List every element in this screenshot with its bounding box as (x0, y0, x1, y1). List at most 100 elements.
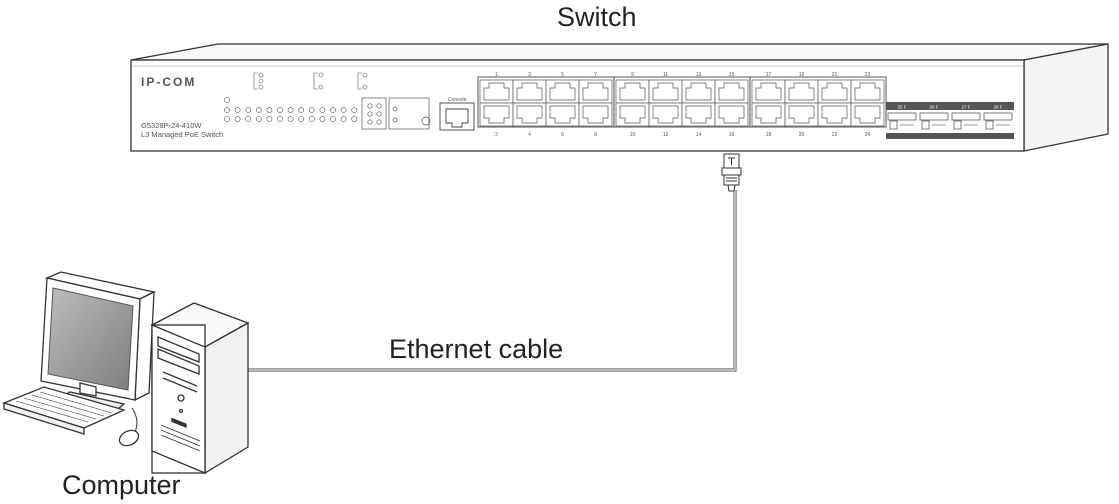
port-number-top: 13 (696, 72, 702, 78)
port-led (287, 107, 294, 113)
ethernet-port[interactable] (817, 79, 852, 104)
port-number-top: 19 (799, 72, 805, 78)
port-led (351, 116, 358, 122)
port-led (266, 116, 273, 122)
port-led (255, 107, 262, 113)
sfp-label: 26 F (929, 105, 938, 110)
ethernet-port[interactable] (512, 102, 547, 127)
port-number-bottom: 16 (729, 132, 735, 138)
sfp-port[interactable] (983, 112, 1013, 130)
ethernet-cable (246, 190, 737, 372)
sfp-port[interactable] (887, 112, 917, 130)
ethernet-port[interactable] (714, 102, 749, 127)
port-led (340, 107, 347, 113)
port-led (298, 116, 305, 122)
ethernet-port[interactable] (545, 79, 580, 104)
port-number-bottom: 24 (865, 132, 871, 138)
ethernet-port[interactable] (545, 102, 580, 127)
ethernet-port[interactable] (850, 79, 885, 104)
sfp-port[interactable] (951, 112, 981, 130)
ethernet-port[interactable] (751, 102, 786, 127)
port-number-top: 23 (865, 72, 871, 78)
ethernet-port[interactable] (784, 102, 819, 127)
port-led (330, 116, 336, 122)
port-led (298, 107, 305, 113)
ethernet-port[interactable] (615, 79, 650, 104)
port-number-top: 15 (729, 72, 735, 78)
port-number-bottom: 4 (528, 132, 531, 138)
ethernet-port[interactable] (512, 79, 547, 104)
ethernet-port[interactable] (714, 79, 749, 104)
ethernet-port[interactable] (648, 102, 683, 127)
port-led (224, 107, 230, 113)
port-led (234, 107, 241, 113)
port-number-bottom: 8 (594, 132, 597, 138)
port-led (330, 107, 336, 113)
power-led (224, 97, 230, 103)
ethernet-port[interactable] (615, 102, 650, 127)
port-led-panel (224, 97, 358, 122)
port-number-top: 7 (594, 72, 597, 78)
port-led (308, 107, 315, 113)
port-number-bottom: 14 (696, 132, 702, 138)
port-number-bottom: 10 (630, 132, 636, 138)
port-led (351, 107, 358, 113)
ethernet-port[interactable] (850, 102, 885, 127)
port-number-bottom: 22 (832, 132, 838, 138)
ethernet-port-panel (477, 76, 887, 128)
port-number-bottom: 12 (663, 132, 669, 138)
mode-panel (361, 97, 431, 130)
ethernet-port[interactable] (751, 79, 786, 104)
console-label: Console (448, 97, 467, 103)
ethernet-port[interactable] (479, 79, 514, 104)
port-number-bottom: 20 (799, 132, 805, 138)
port-number-top: 11 (663, 72, 668, 78)
port-led (277, 107, 283, 113)
port-number-bottom: 18 (766, 132, 772, 138)
port-led (245, 116, 252, 122)
port-led (287, 116, 294, 122)
port-led (308, 116, 315, 122)
sfp-label: 25 F (897, 105, 906, 110)
console-port[interactable] (439, 102, 475, 131)
port-number-top: 17 (766, 72, 772, 78)
switch-model: G5328P-24-410W (141, 121, 202, 130)
port-led (319, 107, 326, 113)
ethernet-port[interactable] (681, 102, 716, 127)
port-number-bottom: 6 (561, 132, 564, 138)
switch-description: L3 Managed PoE Switch (141, 130, 223, 139)
port-number-top: 5 (561, 72, 564, 78)
port-number-bottom: 2 (495, 132, 498, 138)
ethernet-port[interactable] (648, 79, 683, 104)
ethernet-port[interactable] (578, 102, 613, 127)
port-led (255, 116, 262, 122)
ethernet-port[interactable] (784, 79, 819, 104)
sfp-label: 27 F (961, 105, 970, 110)
sfp-label: 28 F (993, 105, 1002, 110)
port-number-top: 3 (528, 72, 531, 78)
ethernet-cable-label: Ethernet cable (389, 334, 564, 364)
ethernet-port[interactable] (479, 102, 514, 127)
switch-brand: IP-COM (141, 75, 196, 89)
port-led (234, 116, 241, 122)
port-number-top: 9 (631, 72, 634, 78)
port-led (319, 116, 326, 122)
port-number-top: 21 (832, 72, 838, 78)
sfp-port[interactable] (919, 112, 949, 130)
rj45-plug-icon (721, 153, 742, 192)
port-led (266, 107, 273, 113)
computer-label: Computer (62, 470, 181, 500)
sfp-port-panel: 25 F 26 F 27 F 28 F (886, 102, 1014, 139)
port-led (224, 116, 230, 122)
switch-label: Switch (557, 2, 637, 32)
ethernet-port[interactable] (578, 79, 613, 104)
port-number-top: 1 (495, 72, 498, 78)
desktop-computer-icon (2, 271, 250, 475)
port-led (277, 116, 283, 122)
port-led (245, 107, 252, 113)
indicator-legend (253, 72, 368, 90)
ethernet-port[interactable] (681, 79, 716, 104)
ethernet-port[interactable] (817, 102, 852, 127)
